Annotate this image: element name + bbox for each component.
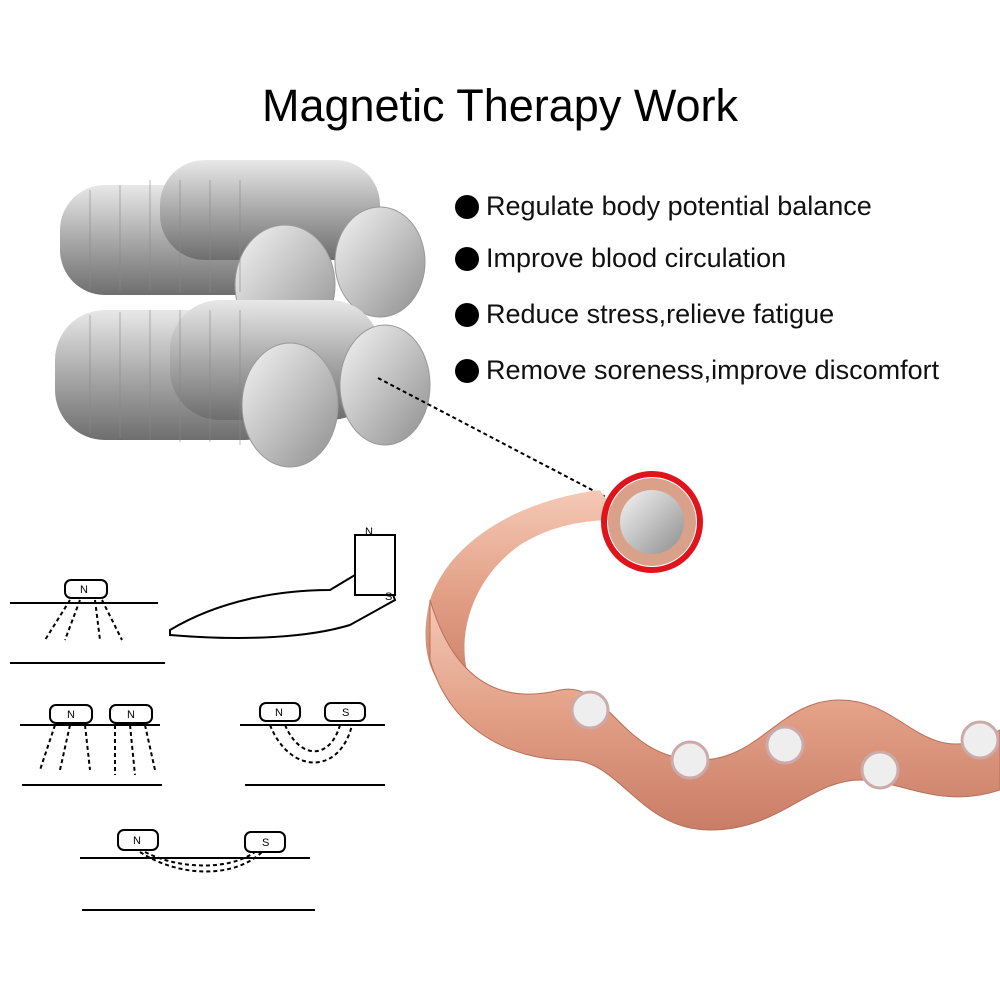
page-title: Magnetic Therapy Work	[261, 80, 739, 131]
benefit-item: Remove soreness,improve discomfort	[455, 355, 939, 386]
benefit-text: Improve blood circulation	[486, 243, 787, 273]
south-label: S	[385, 591, 392, 603]
north-label: N	[365, 526, 373, 538]
benefit-text: Reduce stress,relieve fatigue	[486, 299, 835, 329]
bullet-icon	[455, 194, 479, 219]
highlight-ring	[601, 471, 703, 573]
bullet-icon	[455, 246, 479, 271]
south-label: S	[342, 707, 349, 719]
south-label: S	[262, 837, 269, 849]
north-label: N	[67, 709, 75, 721]
benefit-text: Remove soreness,improve discomfort	[486, 355, 940, 385]
bullet-icon	[455, 358, 479, 383]
benefit-item: Improve blood circulation	[455, 243, 786, 274]
north-label: N	[133, 835, 141, 847]
magnet-stack-image	[55, 160, 431, 468]
benefit-item: Reduce stress,relieve fatigue	[455, 299, 834, 330]
north-label: N	[127, 709, 135, 721]
bracelet-image	[425, 471, 1000, 831]
magnetic-field-diagrams	[10, 534, 397, 911]
north-label: N	[275, 707, 283, 719]
benefit-text: Regulate body potential balance	[486, 191, 872, 221]
bullet-icon	[455, 302, 479, 327]
benefit-item: Regulate body potential balance	[455, 191, 872, 222]
north-label: N	[80, 584, 88, 596]
